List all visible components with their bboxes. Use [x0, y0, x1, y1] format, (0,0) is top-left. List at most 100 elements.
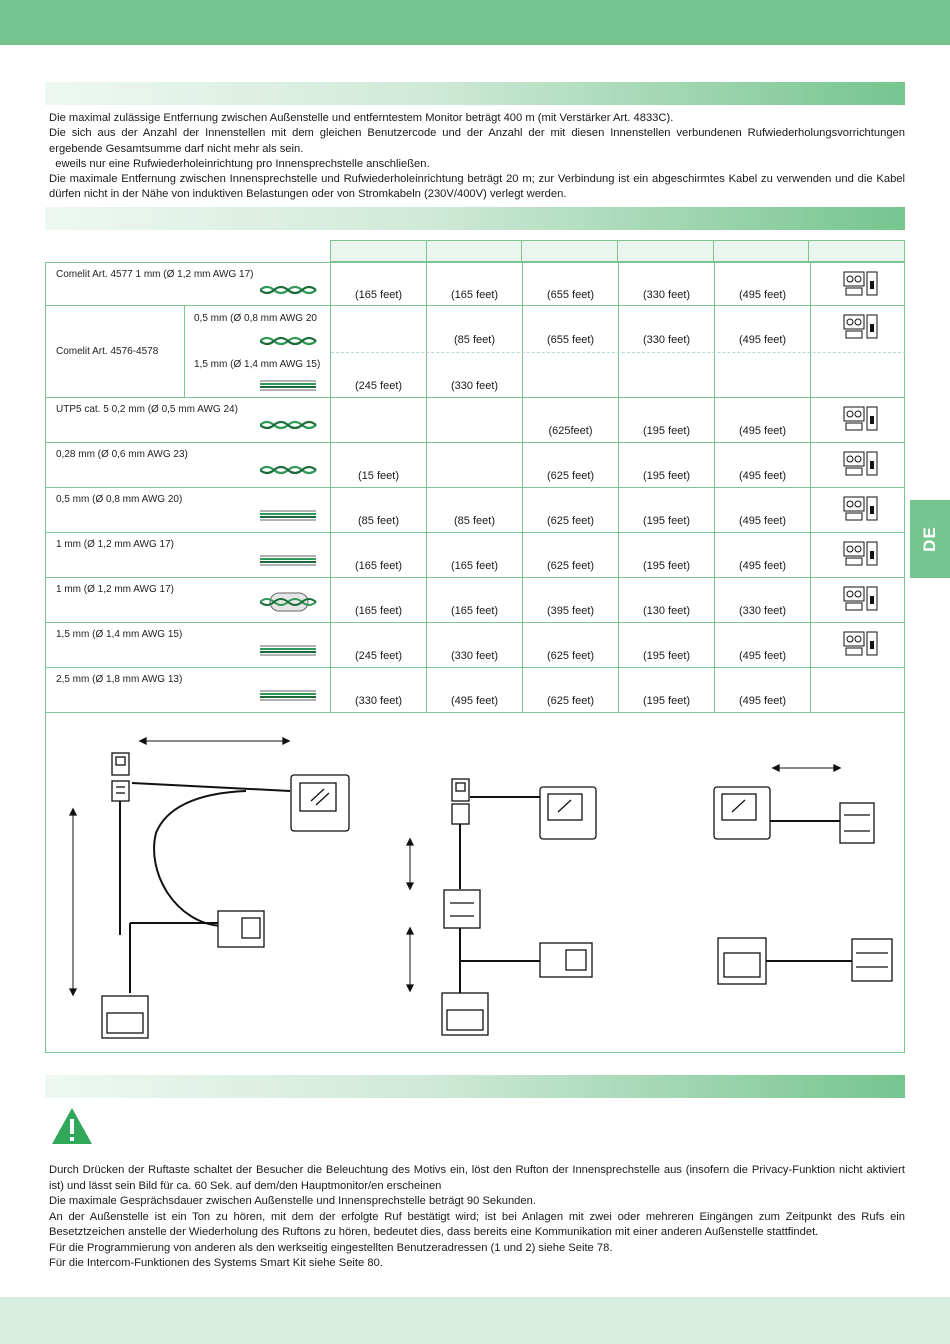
language-tab[interactable]: DE — [910, 500, 950, 578]
distance-value: (165 feet) — [354, 289, 403, 301]
twisted-cable-icon — [259, 334, 318, 352]
table-cell: (195 feet) — [618, 398, 714, 443]
cable-name: 1 mm (Ø 1,2 mm AWG 17) — [56, 584, 174, 595]
distance-value: (15 feet) — [358, 470, 399, 482]
table-cell: (655 feet) — [522, 263, 618, 307]
table-row: 1 mm (Ø 1,2 mm AWG 17) (165 feet) (165 fee… — [45, 578, 905, 623]
table-cell: (330 feet) — [618, 306, 714, 352]
parallel-cable-icon — [260, 378, 318, 396]
distance-value: (165 feet) — [450, 289, 499, 301]
table-row: 1 mm (Ø 1,2 mm AWG 17) (165 feet)(165 fee… — [45, 533, 905, 578]
cable-name: 0,28 mm (Ø 0,6 mm AWG 23) — [56, 449, 188, 460]
distance-value: (85 feet) — [454, 515, 495, 527]
table-row: 2,5 mm (Ø 1,8 mm AWG 13)(330 feet)(495 f… — [45, 668, 905, 713]
table-cell: (330 feet) — [426, 352, 522, 398]
table-cell: (495 feet) — [714, 488, 810, 533]
distance-value: (130 feet) — [642, 605, 691, 617]
distance-value: (330 feet) — [738, 605, 787, 617]
distance-value: (625feet) — [548, 425, 593, 437]
distance-value: (195 feet) — [642, 425, 691, 437]
distance-value: (195 feet) — [642, 470, 691, 482]
table-cell: (165 feet) — [330, 533, 426, 578]
intro-text: Die maximal zulässige Entfernung zwische… — [49, 111, 905, 203]
language-tab-label: DE — [920, 526, 939, 552]
cable-name: Comelit Art. 4577 1 mm (Ø 1,2 mm AWG 17) — [56, 269, 254, 280]
table-cell: (495 feet) — [714, 398, 810, 443]
table-cell: (245 feet) — [330, 352, 426, 398]
table-cell: (395 feet) — [522, 578, 618, 623]
table-cell: (330 feet) — [330, 668, 426, 713]
parallel-cable-icon — [260, 508, 318, 526]
table-row: 1,5 mm (Ø 1,4 mm AWG 15)(245 feet)(330 f… — [45, 623, 905, 668]
shielded-cable-icon — [259, 590, 318, 619]
table-cell: (165 feet) — [426, 263, 522, 307]
distance-value: (330 feet) — [450, 380, 499, 392]
table-row: 0,28 mm (Ø 0,6 mm AWG 23) (15 feet) (625 f… — [45, 443, 905, 488]
intercom-icon — [843, 541, 879, 572]
parallel-cable-icon — [260, 688, 318, 706]
table-cell: (625 feet) — [522, 443, 618, 488]
table-cell: (495 feet) — [714, 623, 810, 668]
table-cell: (195 feet) — [618, 488, 714, 533]
table-cell: (165 feet) — [330, 263, 426, 307]
cable-name: 1 mm (Ø 1,2 mm AWG 17) — [56, 539, 174, 550]
intro-line: Die maximale Entfernung zwischen Innensp… — [49, 173, 905, 201]
cable-name: 2,5 mm (Ø 1,8 mm AWG 13) — [56, 674, 183, 685]
table-cell: (195 feet) — [618, 533, 714, 578]
cable-sub-name: 1,5 mm (Ø 1,4 mm AWG 15) — [194, 359, 321, 370]
distance-value: (625 feet) — [546, 695, 595, 707]
section-bar-cables — [45, 207, 905, 230]
distance-value: (495 feet) — [738, 470, 787, 482]
table-cell: (130 feet) — [618, 578, 714, 623]
twisted-cable-icon — [259, 418, 318, 436]
table-cell — [426, 398, 522, 443]
table-cell: (495 feet) — [426, 668, 522, 713]
table-cell: (495 feet) — [714, 668, 810, 713]
distance-value: (495 feet) — [738, 650, 787, 662]
note-line: An der Außenstelle ist ein Ton zu hören,… — [49, 1210, 905, 1239]
distance-value: (195 feet) — [642, 515, 691, 527]
table-cell: (165 feet) — [426, 533, 522, 578]
cable-name: Comelit Art. 4576-4578 — [56, 346, 159, 357]
distance-value: (495 feet) — [738, 515, 787, 527]
distance-value: (495 feet) — [738, 695, 787, 707]
table-cell — [618, 352, 714, 398]
table-cell: (85 feet) — [330, 488, 426, 533]
intercom-icon — [843, 586, 879, 617]
table-cell: (495 feet) — [714, 533, 810, 578]
twisted-cable-icon — [259, 463, 318, 481]
intercom-icon — [843, 631, 879, 662]
table-cell: (655 feet) — [522, 306, 618, 352]
distance-value: (245 feet) — [354, 380, 403, 392]
table-cell: (195 feet) — [618, 623, 714, 668]
distance-value: (195 feet) — [642, 560, 691, 572]
table-cell: (625 feet) — [522, 623, 618, 668]
twisted-cable-icon — [259, 283, 318, 301]
distance-value: (495 feet) — [738, 425, 787, 437]
distance-value: (85 feet) — [358, 515, 399, 527]
table-cell: (625 feet) — [522, 668, 618, 713]
intro-line: eweils nur eine Rufwiederholeinrichtung … — [49, 157, 430, 170]
header-bar — [0, 0, 950, 45]
cable-name: UTP5 cat. 5 0,2 mm (Ø 0,5 mm AWG 24) — [56, 404, 238, 415]
distance-value: (655 feet) — [546, 334, 595, 346]
intro-line: Die sich aus der Anzahl der Innenstellen… — [49, 127, 905, 155]
intro-line: Die maximal zulässige Entfernung zwische… — [49, 112, 674, 124]
table-cell: (330 feet) — [714, 578, 810, 623]
cable-name: 0,5 mm (Ø 0,8 mm AWG 20) — [56, 494, 183, 505]
table-cell: (15 feet) — [330, 443, 426, 488]
distance-value: (195 feet) — [642, 695, 691, 707]
distance-value: (330 feet) — [642, 289, 691, 301]
distance-value: (165 feet) — [450, 605, 499, 617]
note-line: Die maximale Gesprächsdauer zwischen Auß… — [49, 1195, 536, 1207]
table-cell — [330, 306, 426, 352]
table-cell: (165 feet) — [330, 578, 426, 623]
distance-value: (495 feet) — [738, 334, 787, 346]
section-bar-operation — [45, 1075, 905, 1098]
distance-value: (195 feet) — [642, 650, 691, 662]
table-cell: (625 feet) — [522, 533, 618, 578]
intercom-icon — [843, 451, 879, 482]
intercom-icon — [843, 271, 879, 302]
distance-value: (495 feet) — [738, 560, 787, 572]
table-row: Comelit Art. 4577 1 mm (Ø 1,2 mm AWG 17)… — [45, 262, 905, 307]
